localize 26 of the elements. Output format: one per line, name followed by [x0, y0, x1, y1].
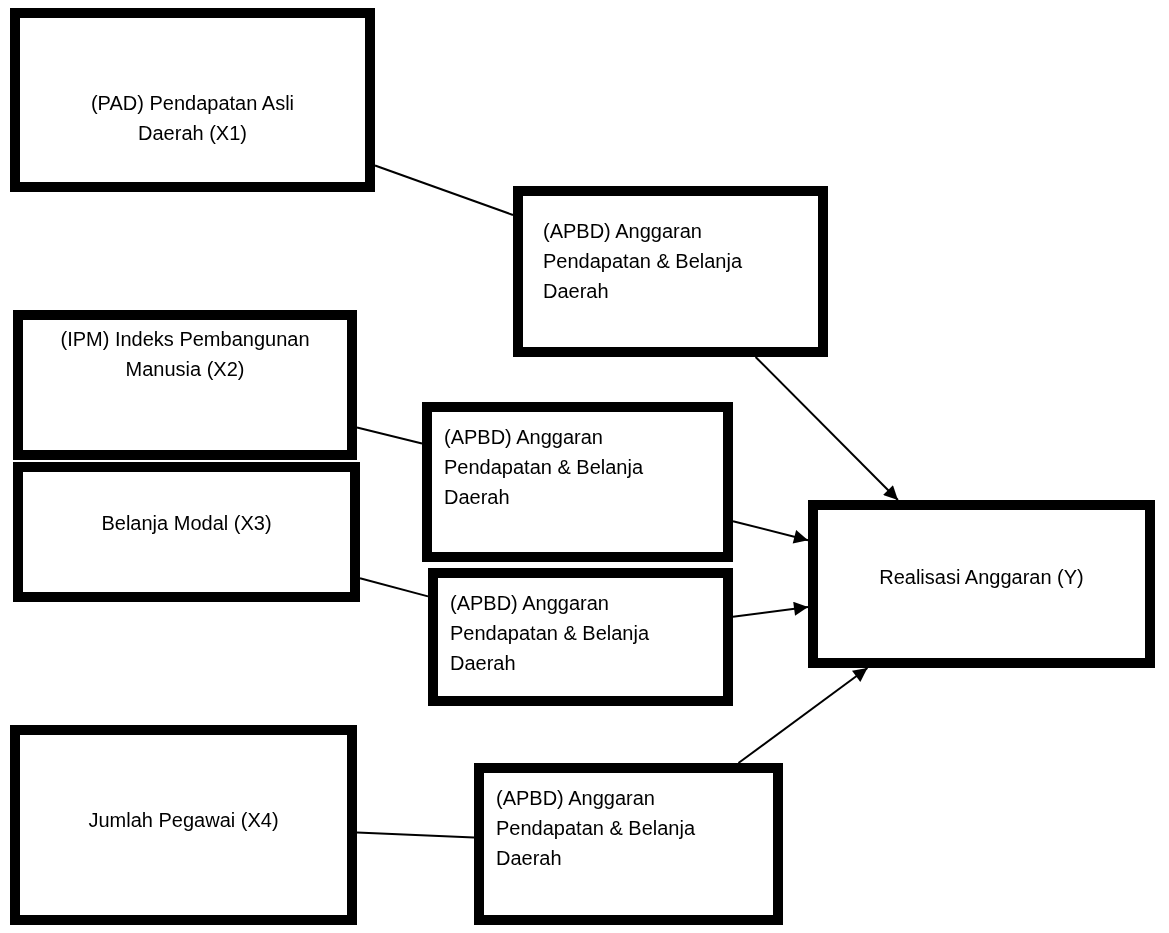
process-box — [808, 500, 1155, 668]
box-label: (APBD) Anggaran Pendapatan & Belanja Daerah — [444, 425, 645, 510]
process-box — [13, 310, 357, 460]
box-label: (IPM) Indeks Pembangunan Manusia (X2) — [59, 327, 311, 382]
box-label: (APBD) Anggaran Pendapatan & Belanja Daerah — [450, 591, 651, 676]
box-label: Belanja Modal (X3) — [101, 511, 272, 536]
process-box — [474, 763, 783, 925]
box-label: (APBD) Anggaran Pendapatan & Belanja Daerah — [543, 219, 744, 304]
box-label: Realisasi Anggaran (Y) — [879, 565, 1084, 590]
box-label: Jumlah Pegawai (X4) — [88, 808, 279, 833]
process-box — [10, 725, 357, 925]
process-box — [10, 8, 375, 192]
connector-line — [359, 577, 429, 598]
connector-line — [356, 831, 475, 839]
process-box — [13, 462, 360, 602]
arrow — [732, 520, 809, 544]
box-label: (PAD) Pendapatan Asli Daerah (X1) — [89, 91, 296, 146]
arrow — [732, 601, 809, 618]
process-box — [513, 186, 828, 357]
connector-line — [356, 426, 423, 445]
arrow — [737, 667, 869, 764]
box-label: (APBD) Anggaran Pendapatan & Belanja Daerah — [496, 786, 697, 871]
arrow — [754, 356, 899, 501]
process-box — [422, 402, 733, 562]
connector-line — [374, 164, 514, 216]
process-box — [428, 568, 733, 706]
